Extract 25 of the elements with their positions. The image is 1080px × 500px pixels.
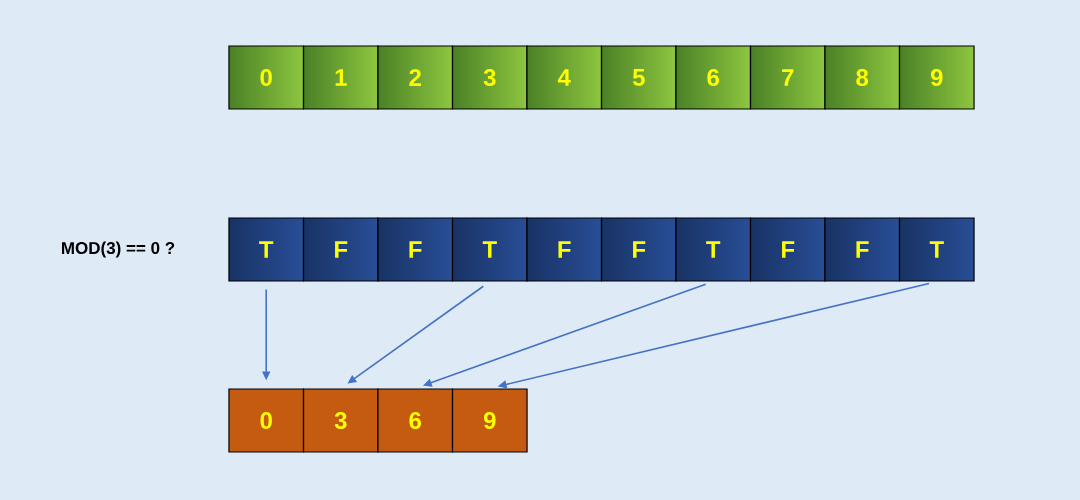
array-cell: 9: [898, 45, 975, 110]
array-cell: 9: [451, 388, 528, 453]
array-cell: F: [600, 217, 677, 282]
array-cell: F: [824, 217, 901, 282]
array-cell: T: [898, 217, 975, 282]
array-cell: 1: [302, 45, 379, 110]
array-cell: 5: [600, 45, 677, 110]
array-cell: 4: [526, 45, 603, 110]
array-cell: 8: [824, 45, 901, 110]
array-cell: F: [377, 217, 454, 282]
array-cell: T: [228, 217, 305, 282]
array-cell: F: [749, 217, 826, 282]
array-cell: 3: [451, 45, 528, 110]
array-cell: 2: [377, 45, 454, 110]
condition-label: MOD(3) == 0 ?: [62, 241, 175, 258]
array-cell: 6: [675, 45, 752, 110]
array-cell: 0: [228, 45, 305, 110]
array-cell: F: [302, 217, 379, 282]
array-cell: T: [451, 217, 528, 282]
array-cell: 6: [377, 388, 454, 453]
array-cell: T: [675, 217, 752, 282]
array-cell: 7: [749, 45, 826, 110]
array-cell: 3: [302, 388, 379, 453]
array-cell: 0: [228, 388, 305, 453]
array-cell: F: [526, 217, 603, 282]
